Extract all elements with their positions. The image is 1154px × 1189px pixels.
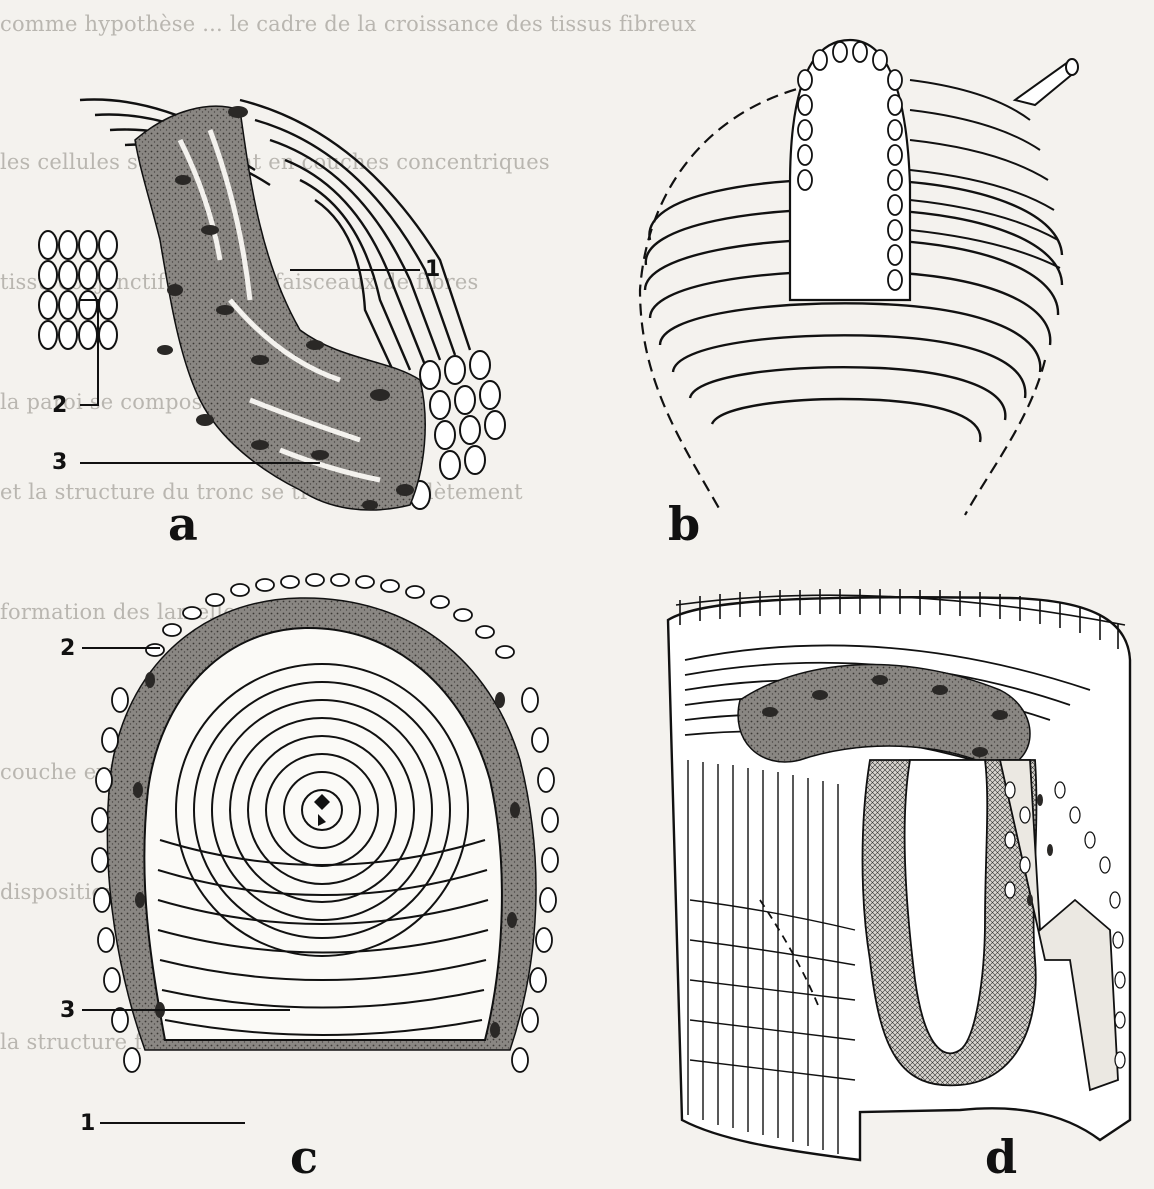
callout-a-3: 3 xyxy=(52,450,67,475)
panel-c-drawing xyxy=(82,574,558,1123)
panel-a-label: a xyxy=(168,497,198,551)
callout-a-1: 1 xyxy=(425,257,440,282)
callout-c-2: 2 xyxy=(60,636,75,661)
panel-d-label: d xyxy=(985,1130,1017,1184)
callout-c-1: 1 xyxy=(80,1111,95,1136)
panel-c-label: c xyxy=(290,1130,318,1184)
callout-a-2: 2 xyxy=(52,393,67,418)
panel-b-label: b xyxy=(668,497,700,551)
callout-c-3: 3 xyxy=(60,998,75,1023)
panel-d-drawing xyxy=(668,589,1130,1160)
panel-b-drawing xyxy=(640,40,1078,515)
panel-a-drawing xyxy=(39,100,505,511)
